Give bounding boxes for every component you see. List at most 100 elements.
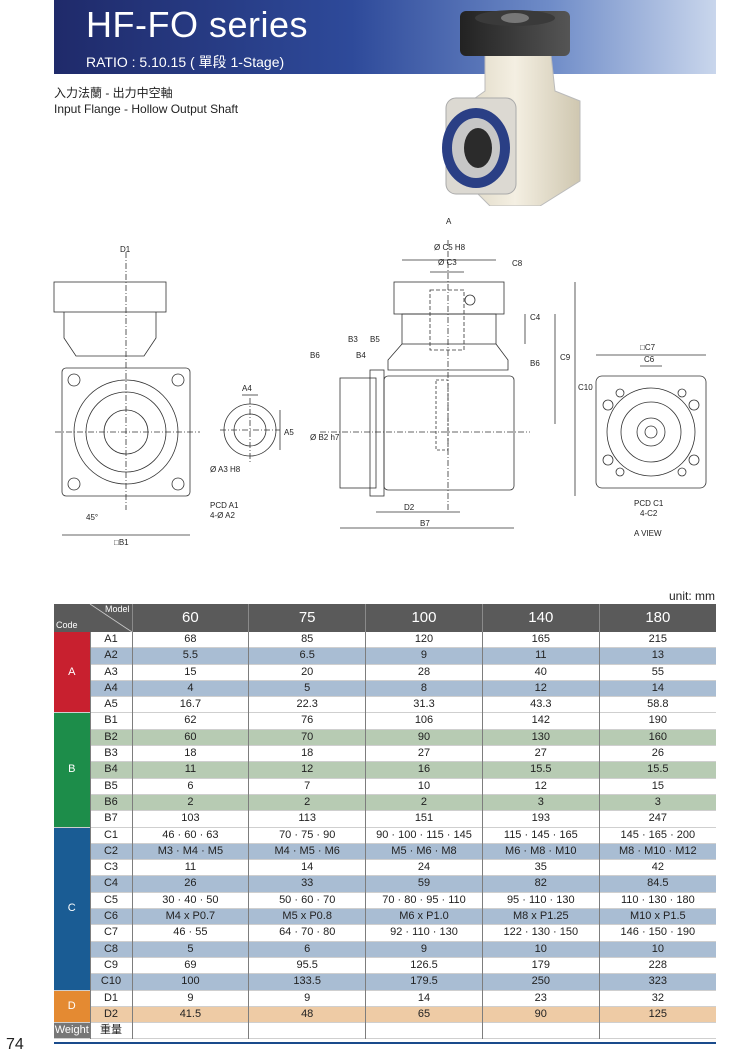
- label-c6: C6: [644, 355, 655, 364]
- table-cell: 9: [248, 990, 366, 1007]
- subtitle-zh: 入力法蘭 - 出力中空軸: [54, 86, 173, 100]
- table-cell: [365, 1022, 483, 1039]
- table-cell: 59: [365, 875, 483, 893]
- label-a: A: [446, 217, 452, 226]
- header-banner: HF-FO series RATIO : 5.10.15 ( 單段 1-Stag…: [54, 0, 716, 74]
- table-cell: 193: [481, 810, 600, 828]
- table-cell: 165: [481, 632, 600, 648]
- label-b2: Ø B2 h7: [310, 433, 340, 442]
- row-code: C8: [89, 941, 132, 958]
- table-cell: 8: [365, 680, 483, 697]
- table-cell: 90: [481, 1006, 600, 1023]
- table-cell: [481, 1022, 600, 1039]
- table-cell: 2: [248, 794, 366, 811]
- technical-drawing: D1 A4 A5 Ø A3 H8 □B1 45° PCD A1 4-Ø A2 A…: [53, 217, 707, 547]
- row-code: C4: [89, 875, 132, 893]
- table-cell: 12: [248, 761, 366, 779]
- row-code: B6: [89, 794, 132, 811]
- label-c2: 4-C2: [640, 509, 658, 518]
- label-b4: B4: [356, 351, 366, 360]
- group-label: D: [54, 990, 90, 1023]
- label-a4: A4: [242, 384, 252, 393]
- unit-label: unit: mm: [668, 589, 715, 603]
- label-c3: Ø C3: [438, 258, 457, 267]
- table-cell: 16.7: [131, 696, 249, 713]
- corner-model: Model: [104, 604, 130, 614]
- table-cell: 28: [365, 664, 483, 681]
- table-cell: 90: [365, 729, 483, 746]
- table-cell: 84.5: [598, 875, 716, 893]
- table-cell: 48: [248, 1006, 366, 1023]
- table-cell: 43.3: [481, 696, 600, 713]
- row-code: C7: [89, 924, 132, 942]
- table-cell: 122 · 130 · 150: [481, 924, 600, 942]
- table-cell: 14: [598, 680, 716, 697]
- table-cell: 70 · 80 · 95 · 110: [365, 892, 483, 909]
- table-cell: 12: [481, 680, 600, 697]
- ratio-text: RATIO : 5.10.15 ( 單段 1-Stage): [86, 54, 285, 70]
- table-cell: 2: [131, 794, 249, 811]
- table-cell: 5: [248, 680, 366, 697]
- table-cell: 5.5: [131, 647, 249, 665]
- table-cell: 64 · 70 · 80: [248, 924, 366, 942]
- row-code: C10: [89, 973, 132, 991]
- table-cell: 179: [481, 957, 600, 974]
- table-cell: 11: [131, 761, 249, 779]
- row-code: A1: [89, 632, 132, 648]
- table-cell: 250: [481, 973, 600, 991]
- page-number: 74: [6, 1036, 24, 1053]
- label-a5: A5: [284, 428, 294, 437]
- table-cell: 41.5: [131, 1006, 249, 1023]
- table-cell: 15: [598, 778, 716, 795]
- table-cell: 26: [598, 745, 716, 762]
- series-title: HF-FO series: [86, 4, 308, 45]
- table-cell: 24: [365, 859, 483, 876]
- label-angle: 45°: [86, 513, 98, 522]
- row-code: B7: [89, 810, 132, 828]
- table-cell: 151: [365, 810, 483, 828]
- table-cell: 6: [248, 941, 366, 958]
- model-header: 60: [131, 604, 249, 632]
- table-cell: 92 · 110 · 130: [365, 924, 483, 942]
- table-cell: 10: [365, 778, 483, 795]
- group-label: A: [54, 632, 90, 713]
- table-cell: 126.5: [365, 957, 483, 974]
- table-cell: 7: [248, 778, 366, 795]
- table-cell: M6 x P1.0: [365, 908, 483, 925]
- table-cell: 115 · 145 · 165: [481, 827, 600, 844]
- table-cell: 14: [365, 990, 483, 1007]
- table-cell: M5 · M6 · M8: [365, 843, 483, 860]
- table-cell: 5: [131, 941, 249, 958]
- table-cell: 103: [131, 810, 249, 828]
- row-code: C9: [89, 957, 132, 974]
- table-cell: 20: [248, 664, 366, 681]
- table-header-row: Model Code 60 75 100 140 180: [54, 604, 716, 632]
- table-cell: 55: [598, 664, 716, 681]
- row-code: A2: [89, 647, 132, 665]
- table-cell: 42: [598, 859, 716, 876]
- table-cell: 90 · 100 · 115 · 145: [365, 827, 483, 844]
- table-cell: M6 · M8 · M10: [481, 843, 600, 860]
- table-cell: 13: [598, 647, 716, 665]
- table-cell: 32: [598, 990, 716, 1007]
- table-cell: 130: [481, 729, 600, 746]
- label-b5: B5: [370, 335, 380, 344]
- table-cell: 16: [365, 761, 483, 779]
- row-code: D1: [89, 990, 132, 1007]
- table-cell: 70: [248, 729, 366, 746]
- table-cell: 11: [481, 647, 600, 665]
- table-cell: M10 x P1.5: [598, 908, 716, 925]
